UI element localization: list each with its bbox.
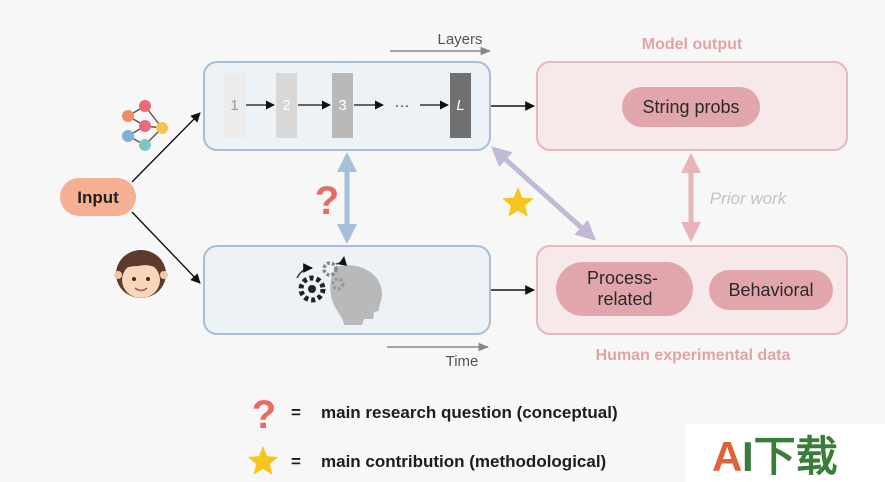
string-probs-pill (622, 87, 760, 127)
watermark-logo: A I下载 (712, 433, 838, 480)
time-label: Time (446, 353, 479, 370)
layer-stack: 1 2 3 ··· L (224, 73, 471, 138)
layer-L-label: L (456, 97, 464, 114)
input-label: Input (77, 188, 119, 207)
string-probs-label: String probs (642, 97, 739, 117)
process-related-label: Process- related (587, 268, 663, 309)
legend-question-icon: ? (252, 393, 276, 437)
layer-1-label: 1 (230, 97, 238, 114)
legend-star-equals: = (291, 452, 301, 471)
legend-star-text: main contribution (methodological) (321, 452, 606, 471)
model-output-title: Model output (642, 36, 743, 53)
svg-text:I下载: I下载 (742, 433, 838, 480)
process-related-pill (556, 262, 693, 316)
input-to-human-arrow (131, 211, 201, 284)
person-face-icon (114, 250, 168, 298)
legend-question-text: main research question (conceptual) (321, 403, 618, 422)
behavioral-pill (709, 270, 833, 310)
human-data-title: Human experimental data (596, 347, 791, 364)
star-icon (502, 187, 534, 217)
legend-question-equals: = (291, 403, 301, 422)
head-gears-icon (296, 256, 382, 325)
svg-text:A: A (712, 433, 742, 480)
layers-label: Layers (437, 31, 482, 48)
prior-work-label: Prior work (710, 189, 788, 208)
contribution-arrow (491, 146, 596, 241)
legend-star-icon (247, 446, 279, 475)
question-mark-icon: ? (315, 179, 339, 223)
layer-2-block (276, 73, 297, 138)
neural-network-icon (122, 100, 168, 151)
layer-3-block (332, 73, 353, 138)
layer-1-block (224, 73, 245, 138)
layer-ellipsis: ··· (395, 97, 410, 114)
layer-3-label: 3 (338, 97, 346, 114)
layer-2-label: 2 (282, 97, 290, 114)
behavioral-label: Behavioral (728, 280, 813, 300)
input-to-model-arrow (131, 112, 201, 183)
input-pill (60, 178, 136, 216)
layer-L-block (450, 73, 471, 138)
watermark-background (686, 424, 885, 482)
